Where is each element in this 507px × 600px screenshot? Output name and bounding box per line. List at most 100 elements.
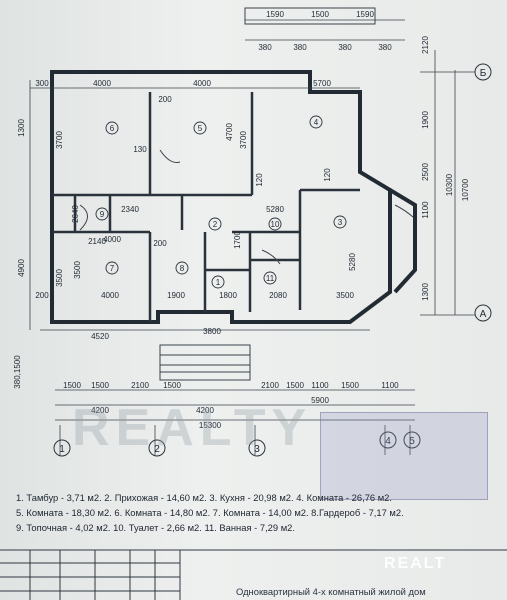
axis-markers [53, 63, 492, 457]
door-swings [79, 149, 414, 265]
svg-text:3700: 3700 [239, 131, 248, 149]
svg-text:1300: 1300 [421, 283, 430, 301]
svg-text:4900: 4900 [17, 259, 26, 277]
room-number-9: 9 [100, 210, 105, 219]
title-block-frame [0, 549, 507, 600]
svg-text:4000: 4000 [93, 79, 111, 88]
axis-marker-2 [148, 439, 166, 457]
axis-label-b: Б [480, 68, 487, 79]
axis-label-2: 2 [154, 444, 160, 455]
watermark-corner: REALT [384, 555, 447, 572]
svg-text:1590: 1590 [356, 10, 374, 19]
svg-text:1100: 1100 [421, 201, 430, 219]
room-numbers: 6 5 4 7 1 2 3 8 9 10 11 [100, 118, 343, 287]
svg-text:4000: 4000 [193, 79, 211, 88]
svg-text:3800: 3800 [203, 327, 221, 336]
svg-text:1500: 1500 [341, 381, 359, 390]
room-number-5: 5 [198, 124, 203, 133]
axis-label-1: 1 [59, 444, 65, 455]
axis-labels: 1 2 3 4 5 Б A [59, 68, 487, 455]
room-number-11: 11 [266, 274, 275, 283]
svg-text:1300: 1300 [17, 119, 26, 137]
svg-text:120: 120 [255, 173, 264, 187]
inner-dimension-labels: 200 4700 130 4000 2340 5280 120 120 5280… [71, 95, 357, 300]
axis-marker-1 [53, 439, 71, 457]
axis-marker-b [474, 63, 492, 81]
svg-text:3500: 3500 [73, 261, 82, 279]
svg-text:1500: 1500 [163, 381, 181, 390]
svg-text:120: 120 [323, 168, 332, 182]
room-number-3: 3 [338, 218, 343, 227]
axis-marker-3 [248, 439, 266, 457]
room-number-8: 8 [180, 264, 185, 273]
svg-text:1900: 1900 [421, 111, 430, 129]
svg-text:3500: 3500 [336, 291, 354, 300]
legend-line: 5. Комната - 18,30 м2. 6. Комната - 14,8… [16, 507, 404, 518]
bottom-dimension-labels: 4520 3800 1500 1500 2100 1500 2100 1500 … [63, 327, 399, 430]
svg-text:380: 380 [258, 43, 272, 52]
svg-text:4200: 4200 [91, 406, 109, 415]
svg-text:200: 200 [153, 239, 167, 248]
svg-text:1900: 1900 [167, 291, 185, 300]
svg-text:1100: 1100 [381, 381, 399, 390]
room-number-10: 10 [271, 220, 280, 229]
svg-text:4700: 4700 [225, 123, 234, 141]
axis-label-3: 3 [254, 444, 260, 455]
svg-text:1500: 1500 [286, 381, 304, 390]
svg-text:2500: 2500 [421, 163, 430, 181]
svg-text:4000: 4000 [103, 235, 121, 244]
room-legend: 1. Тамбур - 3,71 м2. 2. Прихожая - 14,60… [16, 490, 496, 535]
svg-text:5700: 5700 [313, 79, 331, 88]
svg-text:130: 130 [133, 145, 147, 154]
svg-text:2340: 2340 [121, 205, 139, 214]
svg-text:1500: 1500 [311, 10, 329, 19]
svg-text:4520: 4520 [91, 332, 109, 341]
svg-text:1800: 1800 [219, 291, 237, 300]
svg-text:4000: 4000 [101, 291, 119, 300]
porch-steps [159, 7, 376, 381]
floor-plan: 1 2 3 4 5 Б A 6 5 4 7 1 2 3 8 9 10 11 15… [13, 7, 492, 457]
svg-text:300: 300 [35, 79, 49, 88]
svg-text:2080: 2080 [269, 291, 287, 300]
dimension-lines [29, 19, 475, 455]
right-dimension-labels: 2120 1900 2500 1100 1300 10300 10700 [421, 36, 470, 301]
drawing-title: Одноквартирный 4-х комнатный жилой дом [236, 586, 426, 597]
svg-text:3700: 3700 [55, 131, 64, 149]
svg-text:200: 200 [158, 95, 172, 104]
svg-text:380: 380 [338, 43, 352, 52]
top-dimension-labels: 1590 1500 1590 380 380 380 380 300 4000 … [35, 10, 392, 88]
svg-text:1590: 1590 [266, 10, 284, 19]
inner-walls [52, 92, 360, 322]
svg-text:380: 380 [378, 43, 392, 52]
svg-text:380: 380 [293, 43, 307, 52]
room-number-1: 1 [216, 278, 221, 287]
room-number-2: 2 [213, 220, 218, 229]
svg-text:380,1500: 380,1500 [13, 355, 22, 389]
room-number-7: 7 [110, 264, 115, 273]
left-dimension-labels: 1300 3700 3700 4900 3500 200 380,1500 [13, 119, 248, 389]
axis-marker-a [474, 304, 492, 322]
room-number-6: 6 [110, 124, 115, 133]
svg-text:15300: 15300 [199, 421, 222, 430]
outer-walls [50, 70, 417, 324]
svg-text:4200: 4200 [196, 406, 214, 415]
legend-line: 1. Тамбур - 3,71 м2. 2. Прихожая - 14,60… [16, 492, 392, 503]
svg-text:1500: 1500 [63, 381, 81, 390]
svg-text:2100: 2100 [261, 381, 279, 390]
legend-line: 9. Топочная - 4,02 м2. 10. Туалет - 2,66… [16, 522, 295, 533]
svg-text:10300: 10300 [445, 173, 454, 196]
room-number-4: 4 [314, 118, 319, 127]
svg-text:2120: 2120 [421, 36, 430, 54]
axis-marker-4 [379, 431, 397, 449]
watermark: REALTY [72, 399, 313, 457]
svg-text:10700: 10700 [461, 178, 470, 201]
svg-text:5900: 5900 [311, 396, 329, 405]
svg-text:3500: 3500 [55, 269, 64, 287]
axis-label-5: 5 [409, 436, 415, 447]
svg-text:1500: 1500 [91, 381, 109, 390]
room-markers [95, 115, 347, 289]
svg-text:2140: 2140 [88, 237, 106, 246]
svg-text:1700: 1700 [233, 231, 242, 249]
svg-text:5280: 5280 [266, 205, 284, 214]
